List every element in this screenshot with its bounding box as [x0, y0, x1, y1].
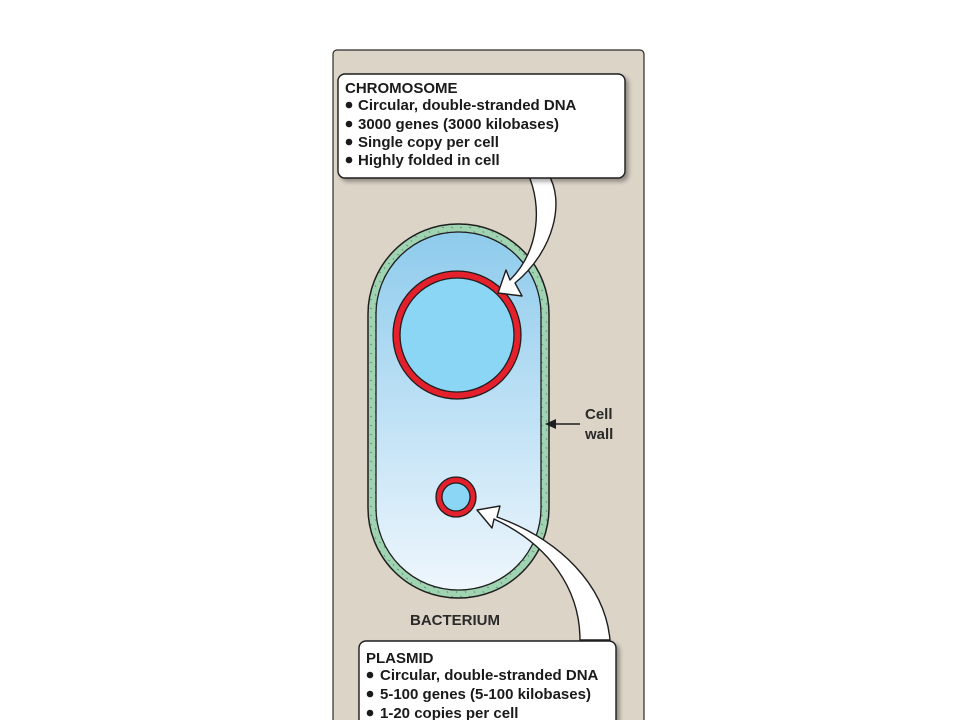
- chromosome-item: Highly folded in cell: [358, 152, 500, 169]
- arrowhead-icon: [545, 419, 556, 429]
- bullet-icon: [366, 671, 374, 679]
- plasmid-item: 1-20 copies per cell: [380, 705, 518, 720]
- chromosome-callout-arrow-icon: [497, 173, 557, 297]
- cell-wall-annotation: Cell wall: [545, 406, 613, 443]
- bullet-icon: [345, 156, 353, 164]
- chromosome-callout: CHROMOSOME Circular, double-stranded DNA…: [337, 73, 626, 179]
- chromosome-item: 3000 genes (3000 kilobases): [358, 116, 559, 133]
- chromosome-title: CHROMOSOME: [345, 80, 458, 97]
- bullet-icon: [366, 690, 374, 698]
- plasmid-ring: [435, 476, 477, 518]
- plasmid-item: Circular, double-stranded DNA: [380, 667, 599, 684]
- plasmid-item: 5-100 genes (5-100 kilobases): [380, 686, 591, 703]
- bacterium-label: BACTERIUM: [410, 612, 500, 629]
- plasmid-callout: PLASMID Circular, double-stranded DNA 5-…: [358, 640, 617, 720]
- chromosome-item: Circular, double-stranded DNA: [358, 97, 577, 114]
- plasmid-title: PLASMID: [366, 650, 434, 667]
- bullet-icon: [345, 138, 353, 146]
- cell-wall-label-line2: wall: [584, 426, 613, 443]
- bullet-icon: [345, 101, 353, 109]
- bullet-icon: [366, 709, 374, 717]
- plasmid-callout-arrow-icon: [476, 505, 611, 641]
- cell-wall-label-line1: Cell: [585, 406, 613, 423]
- chromosome-ring: [392, 270, 522, 400]
- bullet-icon: [345, 120, 353, 128]
- chromosome-item: Single copy per cell: [358, 134, 499, 151]
